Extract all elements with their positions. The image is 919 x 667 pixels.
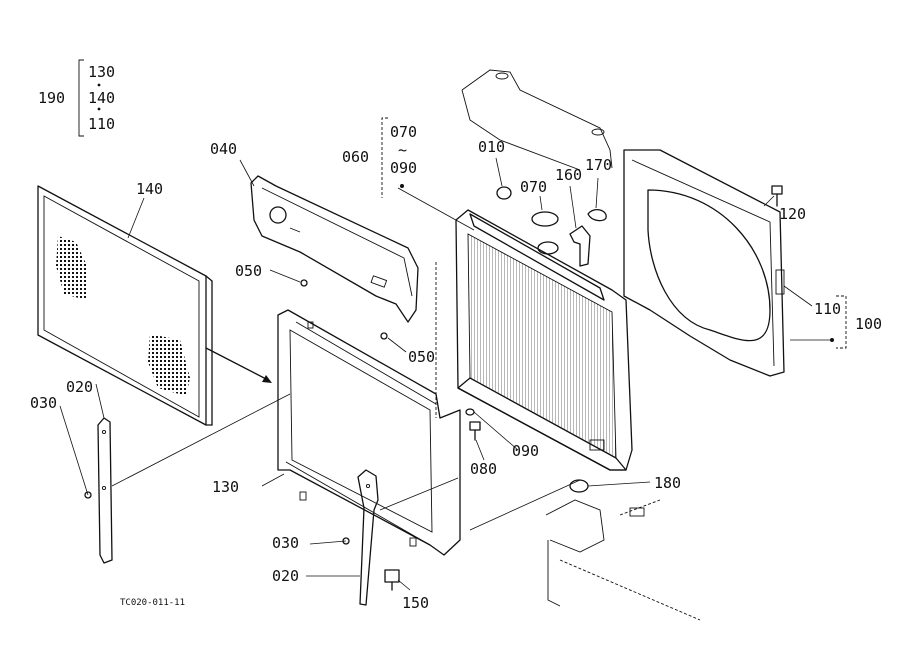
label-160: 160 [555,166,582,184]
part-020-stay-center [357,469,379,606]
leader-lines [59,157,832,591]
label-060-to: 090 [390,159,417,177]
part-020-stay-left [97,417,113,564]
label-170: 170 [585,156,612,174]
part-180-cushion [569,479,589,493]
group-100-bracket [830,295,847,349]
part-130-frame [277,309,461,556]
group-060-bracket [381,117,404,198]
label-190-110: 110 [88,115,115,133]
part-010-cap [496,186,512,200]
label-140: 140 [136,180,163,198]
part-040-cover [250,175,419,323]
label-010: 010 [478,138,505,156]
part-120-bolt [771,185,783,207]
label-020-center: 020 [272,567,299,585]
label-090: 090 [512,442,539,460]
part-170-clip [587,208,607,222]
part-060-radiator [455,209,633,471]
assembly-arrow [205,347,272,383]
part-080-bolt [469,421,481,441]
label-050-lower: 050 [408,348,435,366]
part-050-screws [300,279,388,340]
part-160-hose [569,225,591,267]
part-070-gasket [531,211,559,227]
label-080: 080 [470,460,497,478]
label-180: 180 [654,474,681,492]
upper-bracket [461,69,613,171]
label-060: 060 [342,148,369,166]
label-050-upper: 050 [235,262,262,280]
label-030-left: 030 [30,394,57,412]
label-190: 190 [38,89,65,107]
label-190-140: 140 [88,89,115,107]
label-100: 100 [855,315,882,333]
reference-code: TC020-011-11 [120,598,185,608]
label-070: 070 [520,178,547,196]
label-110: 110 [814,300,841,318]
label-040: 040 [210,140,237,158]
label-020-left: 020 [66,378,93,396]
label-030-center: 030 [272,534,299,552]
part-labels: 190 130 140 110 140 040 050 050 060 070 … [30,63,882,612]
lower-bracket [545,499,701,621]
label-130: 130 [212,478,239,496]
label-150: 150 [402,594,429,612]
label-060-from: 070 [390,123,417,141]
part-090-washer [465,408,475,416]
part-140-screen [37,185,213,426]
label-120: 120 [779,205,806,223]
label-190-130: 130 [88,63,115,81]
part-110-shroud [623,149,785,377]
part-030-screws [84,491,350,545]
group-190-bracket [78,59,101,137]
label-060-tilde: ~ [398,141,407,159]
part-150-bolt [384,569,400,591]
